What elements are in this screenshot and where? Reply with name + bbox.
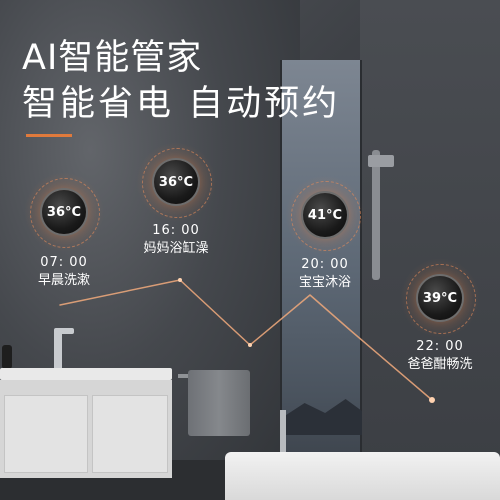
sink-faucet bbox=[54, 330, 62, 370]
tub-faucet bbox=[280, 410, 286, 456]
schedule-activity: 妈妈浴缸澡 bbox=[143, 241, 209, 256]
shower-rail bbox=[372, 150, 380, 280]
schedule-label: 07: 00 早晨洗漱 bbox=[24, 254, 104, 290]
towel bbox=[188, 370, 250, 436]
schedule-time: 20: 00 bbox=[301, 257, 349, 272]
schedule-time: 16: 00 bbox=[152, 223, 200, 238]
path-glow-dot bbox=[248, 343, 252, 347]
shower-head bbox=[368, 155, 394, 167]
sink-faucet-spout bbox=[54, 328, 74, 334]
temp-badge: 41°C bbox=[285, 175, 365, 255]
temp-badge: 36°C bbox=[136, 142, 216, 222]
temp-value: 39°C bbox=[418, 276, 462, 320]
bathroom-wall-right bbox=[360, 0, 500, 500]
cabinet-door-right bbox=[92, 395, 168, 473]
temp-value: 41°C bbox=[303, 193, 347, 237]
schedule-activity: 早晨洗漱 bbox=[37, 273, 90, 288]
bathtub bbox=[225, 452, 500, 500]
headline-subtitle: 智能省电 自动预约 bbox=[22, 84, 341, 124]
bottle bbox=[2, 345, 12, 369]
sink-counter bbox=[0, 368, 172, 380]
cabinet-door-left bbox=[4, 395, 88, 473]
schedule-label: 22: 00 爸爸酣畅洗 bbox=[388, 338, 492, 374]
schedule-label: 20: 00 宝宝沐浴 bbox=[280, 256, 370, 292]
schedule-time: 07: 00 bbox=[40, 255, 88, 270]
accent-line bbox=[26, 134, 72, 137]
schedule-activity: 宝宝沐浴 bbox=[298, 275, 351, 290]
schedule-path-line bbox=[59, 279, 433, 401]
temp-value: 36°C bbox=[154, 160, 198, 204]
schedule-activity: 爸爸酣畅洗 bbox=[407, 357, 473, 372]
schedule-time: 22: 00 bbox=[416, 339, 464, 354]
temp-badge: 36°C bbox=[24, 172, 104, 252]
path-glow-dot bbox=[429, 397, 435, 403]
path-glow-dot bbox=[178, 278, 182, 282]
headline-title: AI智能管家 bbox=[22, 38, 203, 78]
temp-badge: 39°C bbox=[400, 258, 480, 338]
schedule-label: 16: 00 妈妈浴缸澡 bbox=[126, 222, 226, 258]
temp-value: 36°C bbox=[42, 190, 86, 234]
